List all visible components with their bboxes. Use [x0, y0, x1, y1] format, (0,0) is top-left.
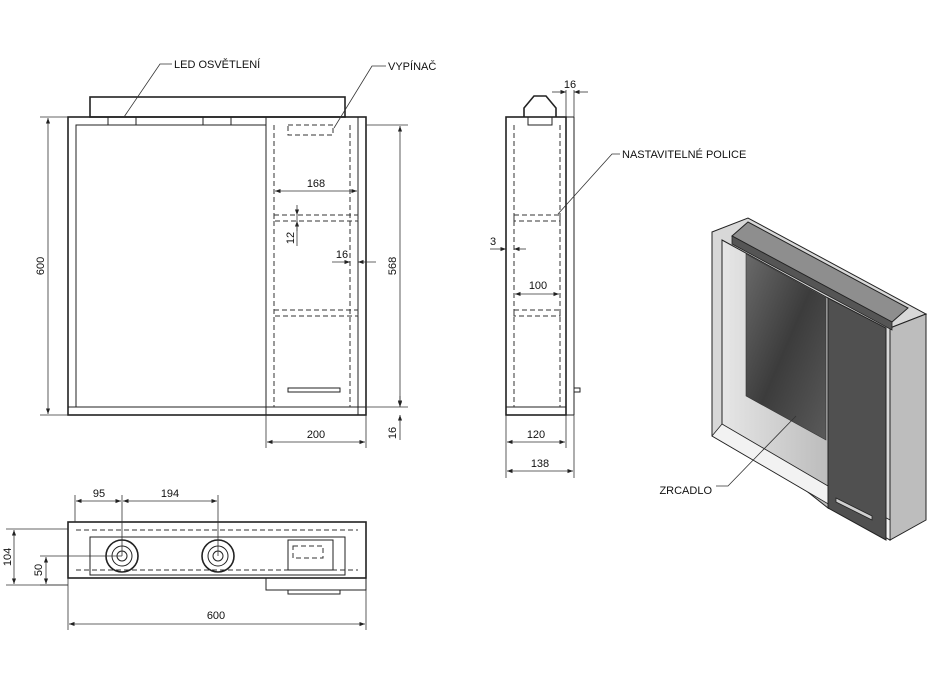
dim-gap: 3 [490, 236, 496, 248]
cabinet-outline [67, 116, 367, 416]
door-handle [287, 387, 341, 393]
dim-light-depth: 50 [33, 564, 45, 576]
iso-door [827, 297, 887, 541]
led-fixture-right [202, 116, 232, 126]
label-mirror: ZRCADLO [659, 485, 712, 497]
dim-cabinet-width: 200 [307, 429, 325, 441]
dim-total-depth: 138 [531, 458, 549, 470]
led-fixture-left [107, 116, 137, 126]
iso-handle [835, 497, 873, 521]
switch-box [287, 124, 334, 136]
side-view: 16 3 100 120 138 NASTAVITELNÉ POLICE [490, 79, 746, 478]
top-view: 95 194 104 50 600 [2, 488, 367, 630]
dim-body-depth: 120 [527, 429, 545, 441]
dim-height-total: 600 [35, 257, 47, 275]
dim-height-inner: 568 [387, 257, 399, 275]
iso-view: ZRCADLO [659, 217, 928, 541]
label-led: LED OSVĚTLENÍ [174, 58, 261, 71]
mirror-panel [75, 124, 267, 408]
front-view: 600 568 168 12 16 200 16 LED OSVĚTLENÍ V [35, 58, 436, 448]
dim-top-depth: 104 [2, 548, 14, 566]
side-outline [505, 116, 567, 416]
dim-side-thickness: 16 [336, 249, 348, 261]
dim-light-offset: 95 [93, 488, 105, 500]
label-shelves: NASTAVITELNÉ POLICE [622, 148, 746, 161]
dim-shelf-width: 168 [307, 178, 325, 190]
dim-shelf-thickness: 12 [285, 232, 297, 244]
label-switch: VYPÍNAČ [388, 60, 436, 73]
dim-top-width: 600 [207, 610, 225, 622]
dim-bottom-thickness: 16 [387, 427, 399, 439]
dim-light-spacing: 194 [161, 488, 179, 500]
top-outline [67, 521, 367, 579]
dim-shelf-depth: 100 [529, 280, 547, 292]
dim-top-offset: 16 [564, 79, 576, 91]
led-light-bar [89, 96, 346, 118]
shelf-1 [273, 214, 359, 222]
shelf-2 [273, 309, 359, 317]
side-light-profile [523, 95, 557, 117]
